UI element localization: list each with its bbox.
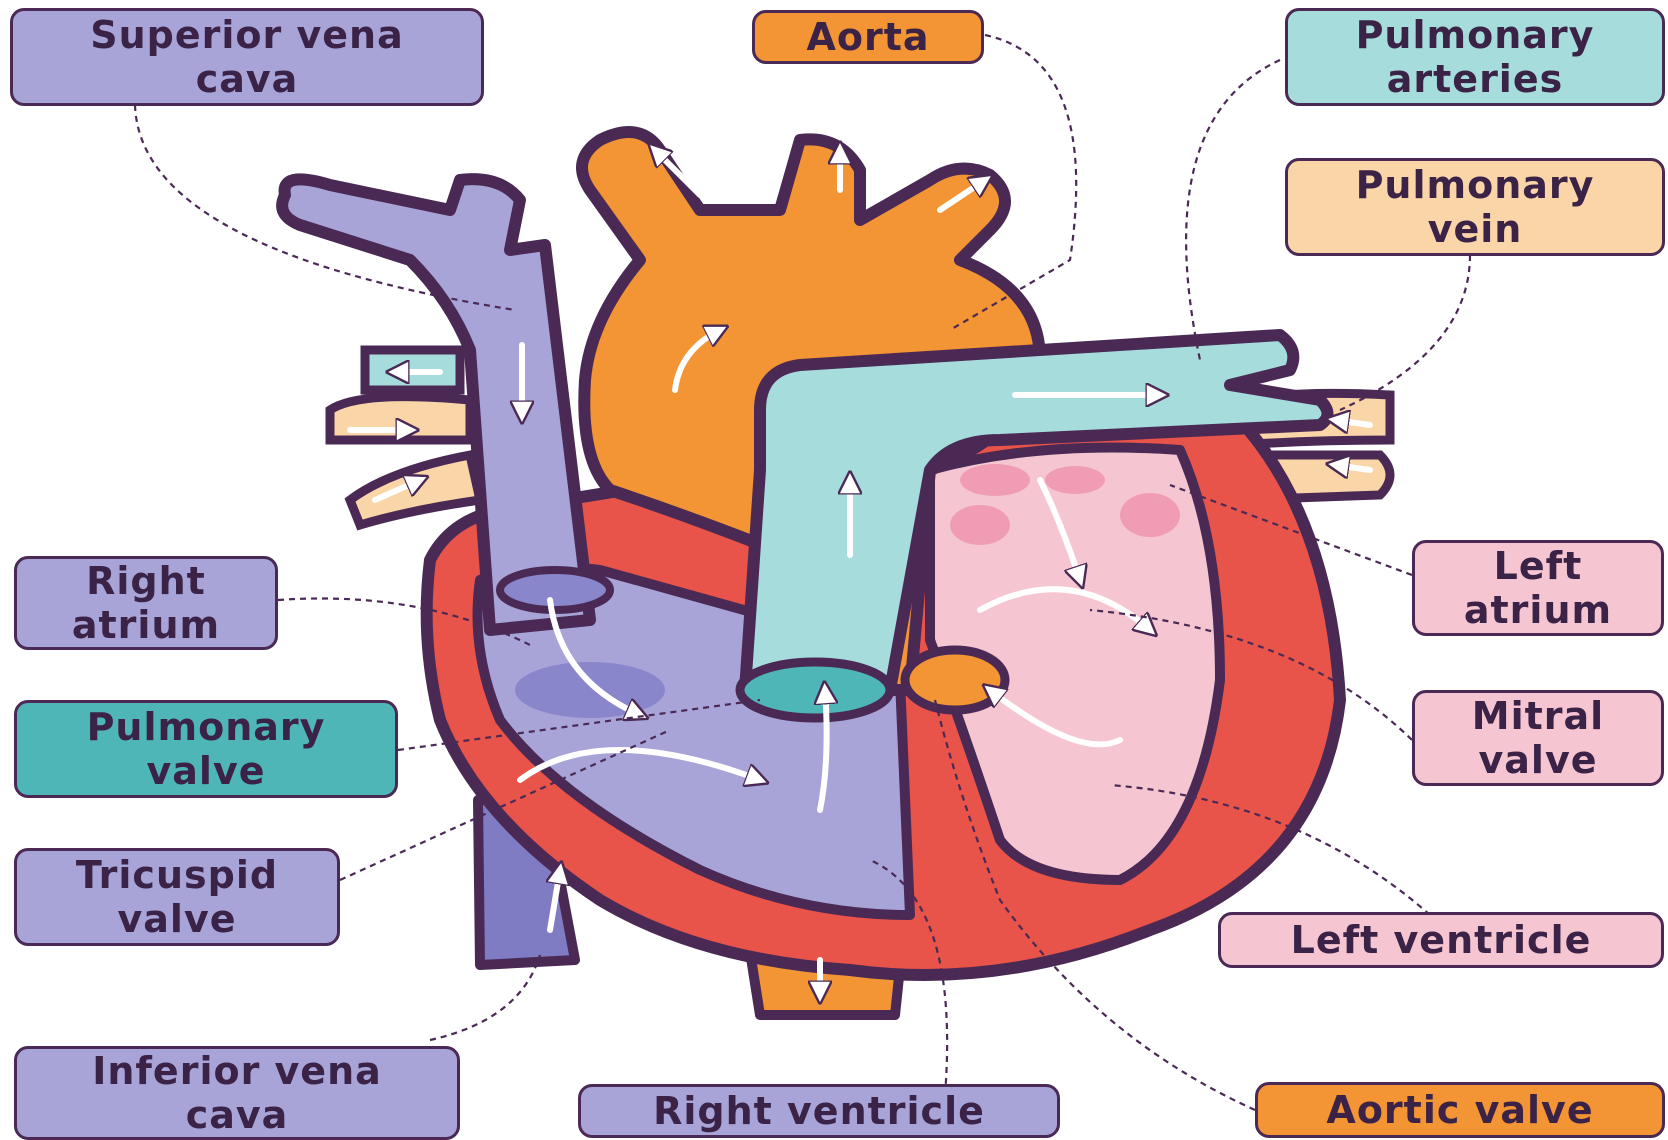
pulmonary-arteries-label: Pulmonary arteries [1285, 8, 1665, 106]
right-ventricle-label: Right ventricle [578, 1084, 1060, 1138]
mitral-valve-label: Mitral valve [1412, 690, 1664, 786]
left-atrium-label: Left atrium [1412, 540, 1664, 636]
inferior-vena-cava-label: Inferior vena cava [14, 1046, 460, 1140]
left-ventricle-label: Left ventricle [1218, 912, 1664, 968]
aortic-valve-opening [905, 650, 1005, 710]
tricuspid-valve-label: Tricuspid valve [14, 848, 340, 946]
svc-opening [500, 570, 610, 610]
right-atrium-shading [515, 662, 665, 718]
aorta-label: Aorta [752, 10, 984, 64]
superior-vena-cava-label: Superior vena cava [10, 8, 484, 106]
right-atrium-label: Right atrium [14, 556, 278, 650]
pulmonary-veins-left [330, 350, 480, 525]
pulmonary-vein-label: Pulmonary vein [1285, 158, 1665, 256]
aortic-valve-label: Aortic valve [1255, 1082, 1665, 1138]
pulmonary-valve-label: Pulmonary valve [14, 700, 398, 798]
pulmonary-valve-opening [740, 662, 890, 718]
